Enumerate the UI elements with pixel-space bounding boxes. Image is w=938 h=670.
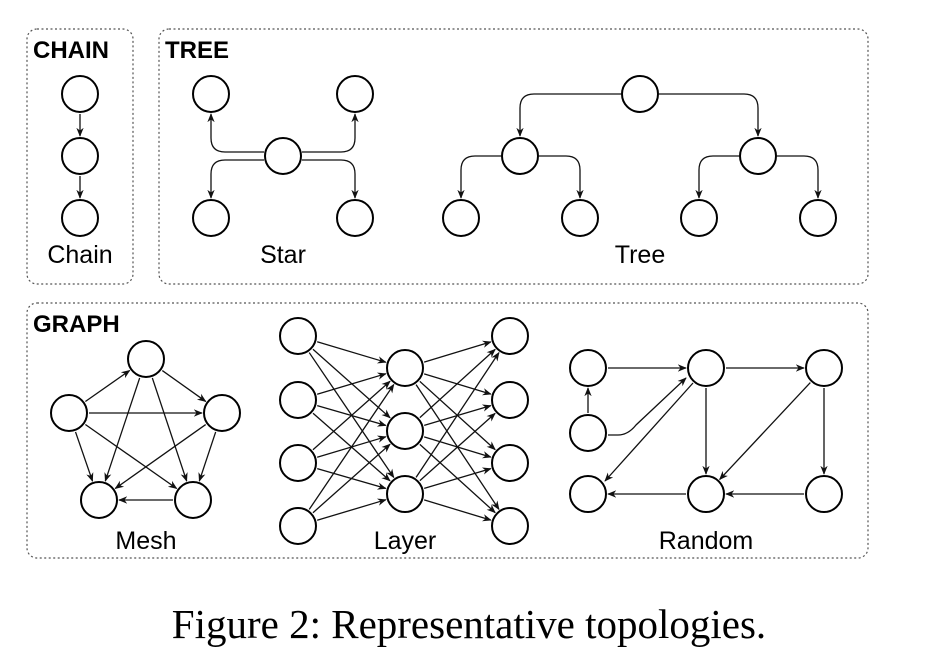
- star-leaf-node: [192, 75, 230, 113]
- star-edge: [207, 113, 264, 153]
- layer-node: [279, 444, 317, 482]
- star-leaf-node: [336, 75, 374, 113]
- layer-edge: [423, 467, 492, 489]
- mesh-node: [174, 481, 212, 519]
- random-node: [569, 475, 607, 513]
- tree-leaf-node: [799, 199, 837, 237]
- layer-edge: [423, 499, 492, 522]
- random-edge: [719, 382, 811, 481]
- layer-edge: [316, 372, 387, 395]
- random-node: [805, 349, 843, 387]
- random-node: [687, 475, 725, 513]
- tree-internal-node: [739, 137, 777, 175]
- tree-section-title: TREE: [165, 37, 229, 64]
- layer-node: [491, 507, 529, 545]
- star-leaf-node: [192, 199, 230, 237]
- layer-edge: [308, 383, 395, 510]
- star-leaf-node: [336, 199, 374, 237]
- chain-node: [61, 199, 99, 237]
- layer-edge: [415, 351, 500, 478]
- layer-edge: [419, 348, 496, 419]
- tree-root-node: [621, 75, 659, 113]
- random-edge: [608, 377, 687, 436]
- layer-node: [279, 381, 317, 419]
- mesh-edge: [104, 377, 141, 482]
- figure-caption: Figure 2: Representative topologies.: [171, 601, 767, 647]
- tree-edge: [695, 155, 739, 199]
- layer-edge: [316, 341, 387, 364]
- star-edge: [302, 113, 359, 153]
- tree-edge: [457, 155, 501, 199]
- star-edge: [207, 159, 264, 199]
- tree-edge: [516, 93, 621, 137]
- tree-edge: [539, 155, 584, 199]
- chain-node: [61, 75, 99, 113]
- mesh-node: [50, 394, 88, 432]
- tree-internal-node: [501, 137, 539, 175]
- layer-edge: [312, 380, 391, 451]
- random-node: [569, 349, 607, 387]
- tree-leaf-node: [442, 199, 480, 237]
- mesh-node: [80, 481, 118, 519]
- tree-edge: [777, 155, 822, 199]
- mesh-node: [203, 394, 241, 432]
- mesh-edge: [114, 424, 207, 489]
- layer-edge: [312, 443, 391, 514]
- star-center-node: [264, 137, 302, 175]
- tree-edge: [659, 93, 762, 137]
- random-label: Random: [659, 527, 754, 555]
- random-node: [687, 349, 725, 387]
- random-node: [805, 475, 843, 513]
- tree-leaf-node: [561, 199, 599, 237]
- graph-section-title: GRAPH: [33, 311, 120, 338]
- chain-label: Chain: [47, 241, 112, 269]
- layer-node: [279, 507, 317, 545]
- layer-edge: [316, 498, 387, 521]
- tree-leaf-node: [680, 199, 718, 237]
- mesh-edge: [74, 431, 94, 482]
- layer-node: [386, 412, 424, 450]
- random-node: [569, 414, 607, 452]
- layer-node: [386, 349, 424, 387]
- chain-section-title: CHAIN: [33, 37, 109, 64]
- layer-node: [386, 475, 424, 513]
- layer-node: [491, 381, 529, 419]
- mesh-edge: [151, 377, 188, 482]
- mesh-edge: [84, 423, 178, 490]
- mesh-edge: [198, 431, 217, 482]
- layer-edge: [419, 412, 496, 482]
- mesh-node: [127, 340, 165, 378]
- layer-node: [491, 317, 529, 355]
- random-edge: [604, 382, 694, 482]
- layer-edge: [423, 340, 492, 363]
- mesh-edge: [161, 370, 207, 402]
- star-edge: [302, 159, 359, 199]
- chain-node: [61, 137, 99, 175]
- graph-section-box: [26, 302, 869, 559]
- mesh-label: Mesh: [115, 527, 176, 555]
- mesh-edge: [85, 369, 131, 403]
- layer-node: [279, 317, 317, 355]
- star-label: Star: [260, 241, 306, 269]
- tree-label: Tree: [615, 241, 665, 269]
- layer-label: Layer: [374, 527, 437, 555]
- layer-node: [491, 444, 529, 482]
